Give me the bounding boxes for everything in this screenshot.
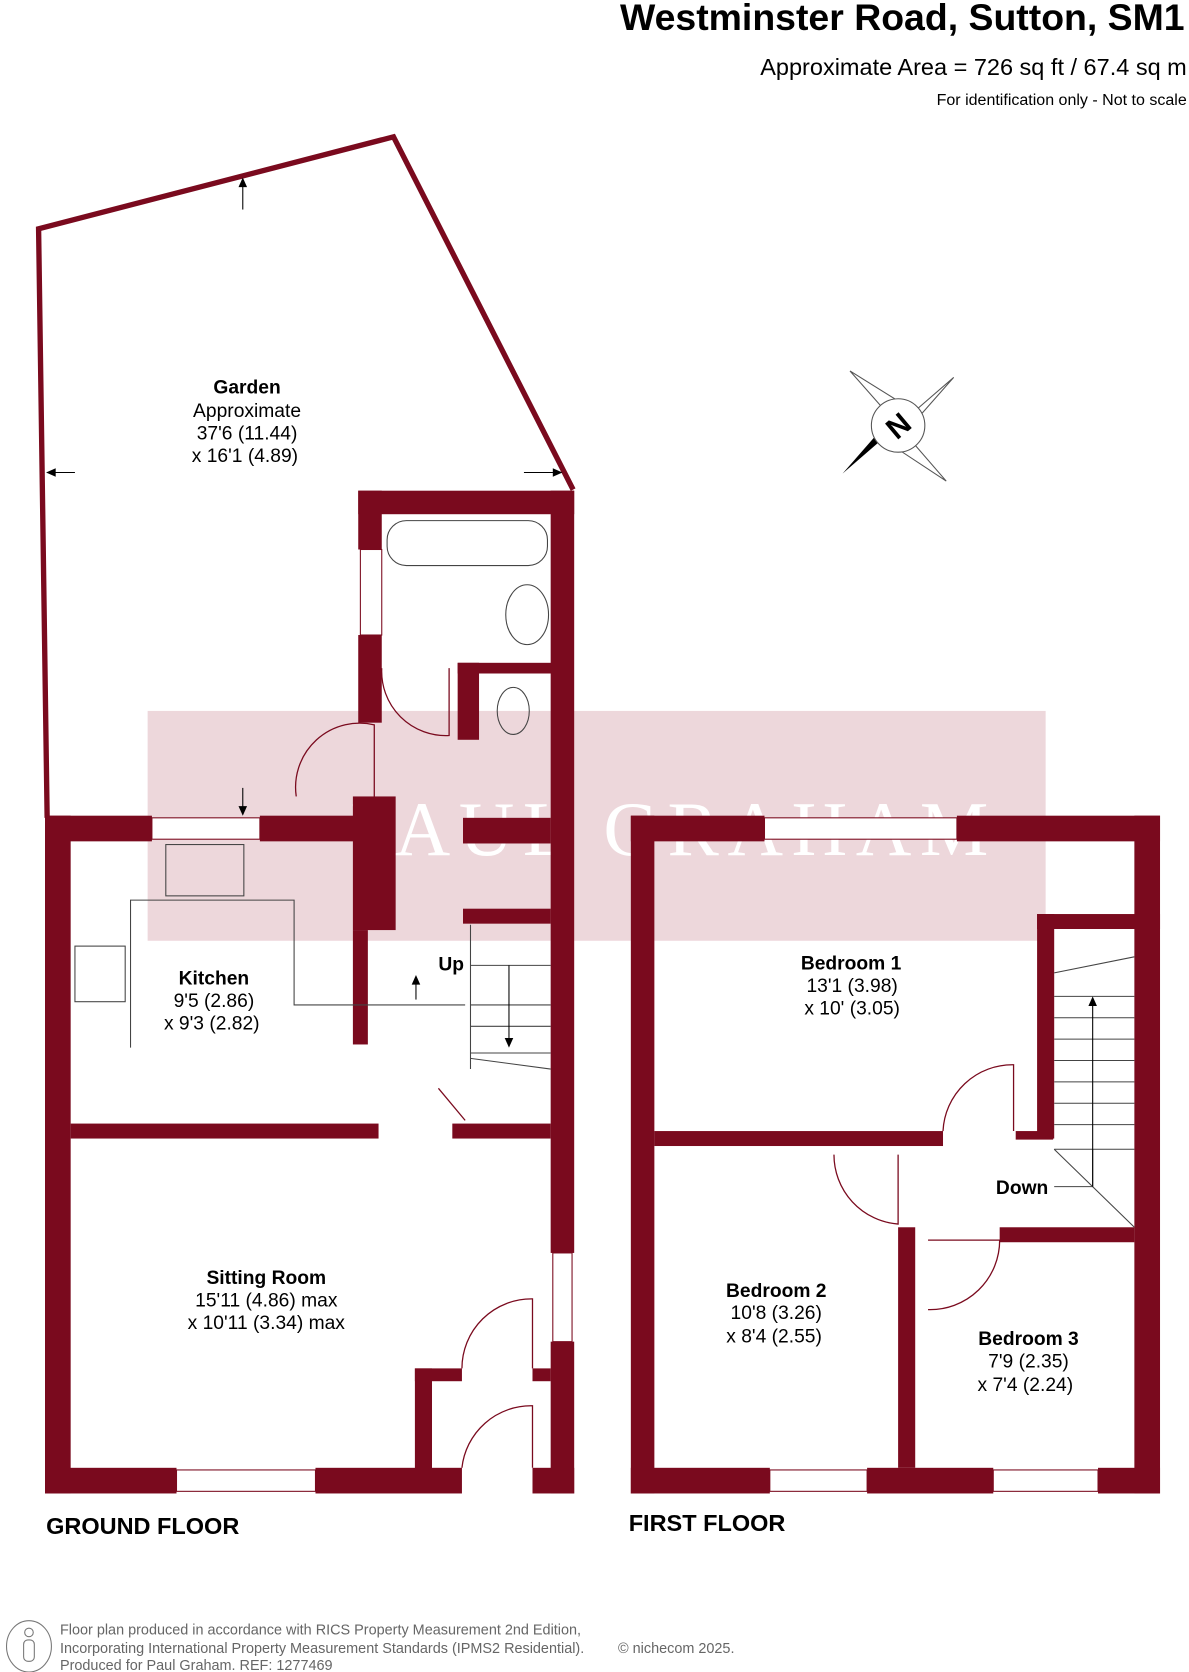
washbasin bbox=[505, 584, 550, 646]
svg-text:10'8 (3.26): 10'8 (3.26) bbox=[731, 1303, 822, 1324]
kitchen-name: Kitchen bbox=[179, 969, 250, 990]
hob bbox=[74, 945, 126, 1003]
first-floor-walls bbox=[630, 815, 1161, 1494]
room-labels: Garden Approximate 37'6 (11.44) x 16'1 (… bbox=[46, 377, 1079, 1539]
bedroom-1-name: Bedroom 1 bbox=[801, 954, 902, 975]
svg-text:15'11 (4.86) max: 15'11 (4.86) max bbox=[195, 1290, 338, 1311]
svg-text:Up: Up bbox=[438, 955, 464, 976]
person-icon bbox=[5, 1620, 52, 1672]
approximate-area: Approximate Area = 726 sq ft / 67.4 sq m bbox=[760, 54, 1187, 80]
north-compass-icon: N bbox=[842, 370, 955, 482]
svg-text:Produced for Paul Graham. RE: Produced for Paul Graham. REF: 1277469 bbox=[60, 1658, 333, 1672]
svg-text:Incorporating International Pr: Incorporating International Property Mea… bbox=[60, 1641, 584, 1657]
svg-text:9'5 (2.86): 9'5 (2.86) bbox=[174, 991, 255, 1012]
svg-text:x 10' (3.05): x 10' (3.05) bbox=[804, 999, 900, 1020]
svg-text:x 7'4 (2.24): x 7'4 (2.24) bbox=[978, 1375, 1074, 1396]
svg-text:© nichecom 2025.: © nichecom 2025. bbox=[618, 1641, 734, 1657]
svg-text:37'6 (11.44): 37'6 (11.44) bbox=[197, 423, 298, 444]
bedroom-2-name: Bedroom 2 bbox=[726, 1281, 826, 1302]
svg-text:Floor plan produced in accorda: Floor plan produced in accordance with R… bbox=[60, 1623, 581, 1639]
sitting-room-name: Sitting Room bbox=[206, 1268, 326, 1289]
ground-floor-fixtures bbox=[74, 520, 551, 1468]
svg-text:13'1 (3.98): 13'1 (3.98) bbox=[806, 976, 897, 997]
svg-text:x 8'4 (2.55): x 8'4 (2.55) bbox=[726, 1327, 822, 1348]
ground-floor-label: GROUND FLOOR bbox=[46, 1513, 239, 1539]
svg-text:x 10'11 (3.34) max: x 10'11 (3.34) max bbox=[188, 1313, 346, 1334]
svg-text:Down: Down bbox=[996, 1178, 1048, 1199]
svg-text:Approximate: Approximate bbox=[193, 401, 301, 422]
first-floor-label: FIRST FLOOR bbox=[629, 1510, 786, 1536]
footer: Floor plan produced in accordance with R… bbox=[5, 1620, 734, 1672]
bathtub bbox=[386, 520, 548, 567]
bedroom-3-name: Bedroom 3 bbox=[978, 1329, 1078, 1350]
svg-text:x 16'1 (4.89): x 16'1 (4.89) bbox=[192, 446, 298, 467]
garden-name: Garden bbox=[213, 377, 280, 398]
svg-text:7'9 (2.35): 7'9 (2.35) bbox=[988, 1351, 1069, 1372]
sink bbox=[165, 844, 245, 897]
first-floor-fixtures bbox=[833, 956, 1135, 1311]
ground-floor-walls bbox=[45, 490, 575, 1494]
garden-outline bbox=[35, 133, 576, 818]
disclaimer: For identification only - Not to scale bbox=[937, 91, 1187, 109]
property-title: Westminster Road, Sutton, SM1 bbox=[620, 0, 1185, 38]
svg-text:x 9'3 (2.82): x 9'3 (2.82) bbox=[164, 1013, 260, 1034]
toilet bbox=[496, 686, 530, 735]
